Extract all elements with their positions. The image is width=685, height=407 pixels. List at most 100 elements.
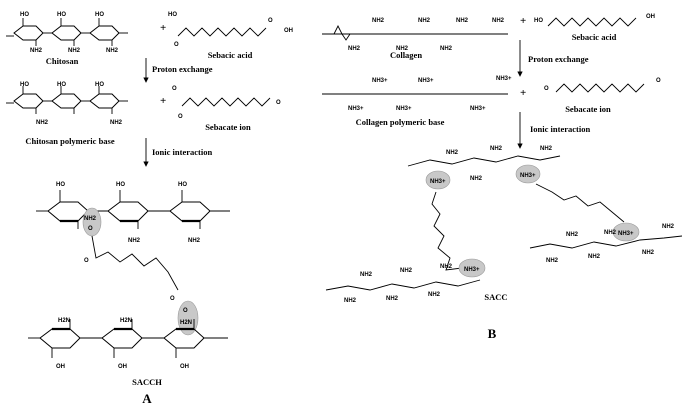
- plus-sign: +: [160, 95, 166, 107]
- sebacate-ion-label: Sebacate ion: [565, 104, 611, 114]
- amine-label: NH2: [440, 46, 453, 52]
- panel-b-label: B: [488, 326, 497, 341]
- chitosan-label: Chitosan: [46, 56, 79, 66]
- collagen-structure: NH2 NH2 NH2 NH2 NH2 NH2 NH2: [322, 18, 508, 52]
- chitosan-structure: HO HO HO NH2 NH2 NH2: [6, 12, 128, 54]
- amine-label: NH2: [396, 46, 409, 52]
- sacc-label: SACC: [484, 292, 507, 302]
- amine-label: NH2: [446, 150, 459, 156]
- hydroxyl-label: OH: [56, 364, 65, 370]
- hydroxyl-label: HO: [20, 82, 29, 88]
- amine-label: NH2: [428, 292, 441, 298]
- amine-label: NH2: [386, 296, 399, 302]
- ionic-interaction-label: Ionic interaction: [530, 124, 590, 134]
- ammonium-label: NH3+: [470, 106, 486, 112]
- sebacic-acid-label: Sebacic acid: [572, 32, 617, 42]
- amine-label: NH2: [566, 232, 579, 238]
- amine-label: H2N: [120, 318, 132, 324]
- oxygen-label: O: [656, 78, 661, 84]
- amine-label: NH2: [344, 298, 357, 304]
- amine-label: NH2: [128, 238, 141, 244]
- ionic-interaction-highlight: [177, 300, 199, 336]
- hydroxyl-label: HO: [116, 182, 125, 188]
- oxygen-label: O: [178, 114, 183, 120]
- amine-label: NH2: [588, 254, 601, 260]
- chitosan-base-structure: HO HO HO NH2 NH2: [6, 82, 128, 126]
- plus-sign: +: [520, 15, 526, 27]
- amine-label: NH2: [418, 18, 431, 24]
- sebacic-acid-structure: HO OH: [534, 14, 655, 27]
- ammonium-label: NH3+: [348, 106, 364, 112]
- amine-label: NH2: [106, 48, 119, 54]
- hydroxyl-label: HO: [20, 12, 29, 18]
- amine-label: NH2: [440, 264, 453, 270]
- amine-label: NH2: [540, 146, 553, 152]
- oxygen-label: O: [268, 18, 273, 24]
- ionic-interaction-highlight: [458, 258, 486, 278]
- hydroxyl-label: HO: [534, 18, 543, 24]
- oxygen-label: O: [170, 296, 175, 302]
- amine-label: NH2: [492, 18, 505, 24]
- amine-label: H2N: [180, 320, 192, 326]
- hydroxyl-label: HO: [95, 12, 104, 18]
- panel-a: HO HO HO NH2 NH2 NH2 Chitosan + HO O O O…: [6, 12, 293, 406]
- amine-label: NH2: [470, 176, 483, 182]
- sacch-label: SACCH: [132, 377, 162, 387]
- ammonium-label: NH3+: [430, 179, 446, 185]
- oxygen-label: O: [172, 86, 177, 92]
- plus-sign: +: [520, 87, 526, 99]
- amine-label: NH2: [188, 238, 201, 244]
- chitosan-base-label: Chitosan polymeric base: [25, 136, 114, 146]
- oxygen-label: O: [276, 100, 281, 106]
- sebacate-ion-structure: O O: [544, 78, 661, 93]
- hydroxyl-label: HO: [95, 82, 104, 88]
- ammonium-label: NH3+: [520, 173, 536, 179]
- amine-label: H2N: [58, 318, 70, 324]
- hydroxyl-label: OH: [284, 28, 293, 34]
- sacc-structure: NH2 NH2 NH2 NH2 NH3+ NH3+ NH3+ NH3+ NH2 …: [325, 146, 683, 304]
- sacch-structure: HO HO HO NH2 NH2 NH2 O O O O H2N H2N H2N…: [28, 182, 230, 370]
- proton-exchange-label: Proton exchange: [152, 64, 213, 74]
- ionic-interaction-highlight: [425, 170, 451, 190]
- amine-label: NH2: [30, 48, 43, 54]
- ammonium-label: NH3+: [464, 267, 480, 273]
- oxygen-label: O: [544, 86, 549, 92]
- ammonium-label: NH3+: [618, 231, 634, 237]
- amine-label: NH2: [456, 18, 469, 24]
- amine-label: NH2: [546, 258, 559, 264]
- hydroxyl-label: OH: [646, 14, 655, 20]
- amine-label: NH2: [84, 216, 97, 222]
- hydroxyl-label: HO: [178, 182, 187, 188]
- amine-label: NH2: [400, 268, 413, 274]
- amine-label: NH2: [604, 230, 617, 236]
- ionic-interaction-highlight: [612, 222, 640, 242]
- oxygen-label: O: [183, 308, 188, 314]
- ionic-interaction-label: Ionic interaction: [152, 147, 212, 157]
- plus-sign: +: [160, 22, 166, 34]
- amine-label: NH2: [662, 224, 675, 230]
- ammonium-label: NH3+: [496, 76, 512, 82]
- amine-label: NH2: [110, 120, 123, 126]
- sebacate-ion-label: Sebacate ion: [205, 122, 251, 132]
- amine-label: NH2: [372, 18, 385, 24]
- ammonium-label: NH3+: [396, 106, 412, 112]
- ionic-interaction-highlight: [515, 164, 541, 184]
- amine-label: NH2: [360, 272, 373, 278]
- hydroxyl-label: OH: [118, 364, 127, 370]
- collagen-base-label: Collagen polymeric base: [356, 117, 445, 127]
- hydroxyl-label: HO: [168, 12, 177, 18]
- collagen-base-structure: NH3+ NH3+ NH3+ NH3+ NH3+ NH3+: [322, 76, 512, 112]
- amine-label: NH2: [68, 48, 81, 54]
- amine-label: NH2: [36, 120, 49, 126]
- sebacic-acid-label: Sebacic acid: [208, 50, 253, 60]
- hydroxyl-label: OH: [180, 364, 189, 370]
- hydroxyl-label: HO: [57, 82, 66, 88]
- hydroxyl-label: HO: [56, 182, 65, 188]
- oxygen-label: O: [84, 258, 89, 264]
- oxygen-label: O: [88, 226, 93, 232]
- sebacate-ion-structure: O O O: [172, 86, 281, 120]
- collagen-label: Collagen: [390, 50, 422, 60]
- hydroxyl-label: HO: [57, 12, 66, 18]
- amine-label: NH2: [348, 46, 361, 52]
